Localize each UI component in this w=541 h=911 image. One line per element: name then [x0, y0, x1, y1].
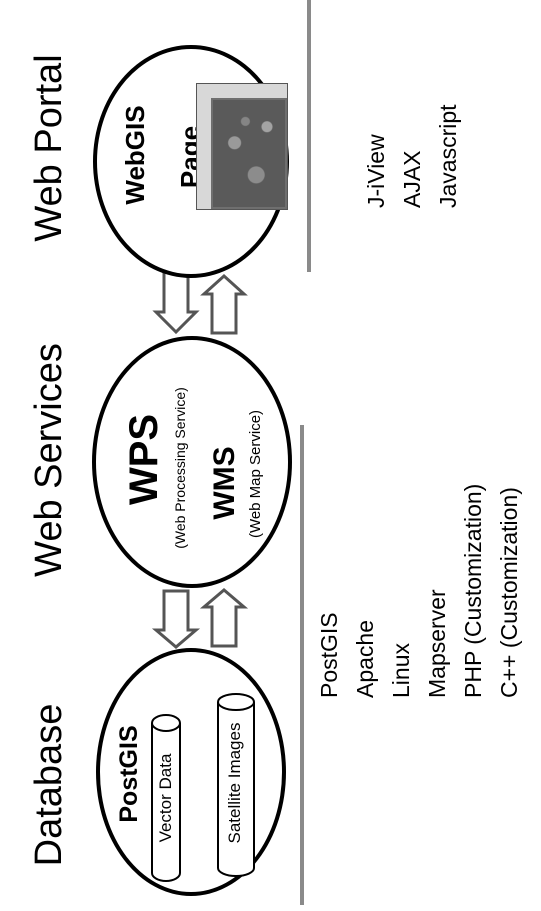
tech-item-javascript: Javascript [435, 104, 461, 208]
arrow-up-icon [199, 588, 249, 648]
webgis-page-thumbnail [196, 83, 288, 210]
tech-item-jiview: J-iView [363, 134, 389, 208]
postgis-title: PostGIS [115, 725, 143, 823]
thumbnail-header-strip [197, 84, 287, 98]
arrow-up-icon-2 [200, 273, 248, 335]
tech-item-postgis: PostGIS [316, 612, 342, 698]
divider-bottom [300, 425, 304, 905]
thumbnail-side-strip [197, 84, 211, 209]
cylinder-label-satellite-images: Satellite Images [225, 722, 244, 844]
wms-full-label: (Web Map Service) [247, 409, 264, 539]
tech-stack-client: J-iView AJAX Javascript [358, 68, 466, 208]
cylinder-label-vector-data: Vector Data [156, 753, 175, 843]
tech-item-linux: Linux [388, 643, 414, 698]
section-title-web-portal: Web Portal [28, 54, 70, 242]
section-title-database: Database [28, 703, 70, 867]
tech-item-php: PHP (Customization) [460, 483, 486, 698]
wps-label: WPS [122, 413, 166, 505]
tech-item-cpp: C++ (Customization) [496, 487, 522, 698]
arrow-down-icon-2 [152, 269, 200, 335]
webgis-title: WebGIS [120, 105, 150, 205]
wms-label: WMS [208, 446, 241, 520]
tech-item-apache: Apache [352, 619, 378, 698]
tech-stack-server: PostGIS Apache Linux Mapserver PHP (Cust… [311, 438, 527, 698]
divider-top [307, 0, 311, 272]
section-title-web-services: Web Services [28, 343, 70, 577]
tech-item-mapserver: Mapserver [424, 589, 450, 698]
thumbnail-map-image [213, 100, 285, 207]
arrow-down-icon [151, 589, 201, 649]
tech-item-ajax: AJAX [399, 150, 425, 208]
wps-full-label: (Web Processing Service) [172, 387, 188, 549]
web-services-ellipse [92, 336, 292, 588]
